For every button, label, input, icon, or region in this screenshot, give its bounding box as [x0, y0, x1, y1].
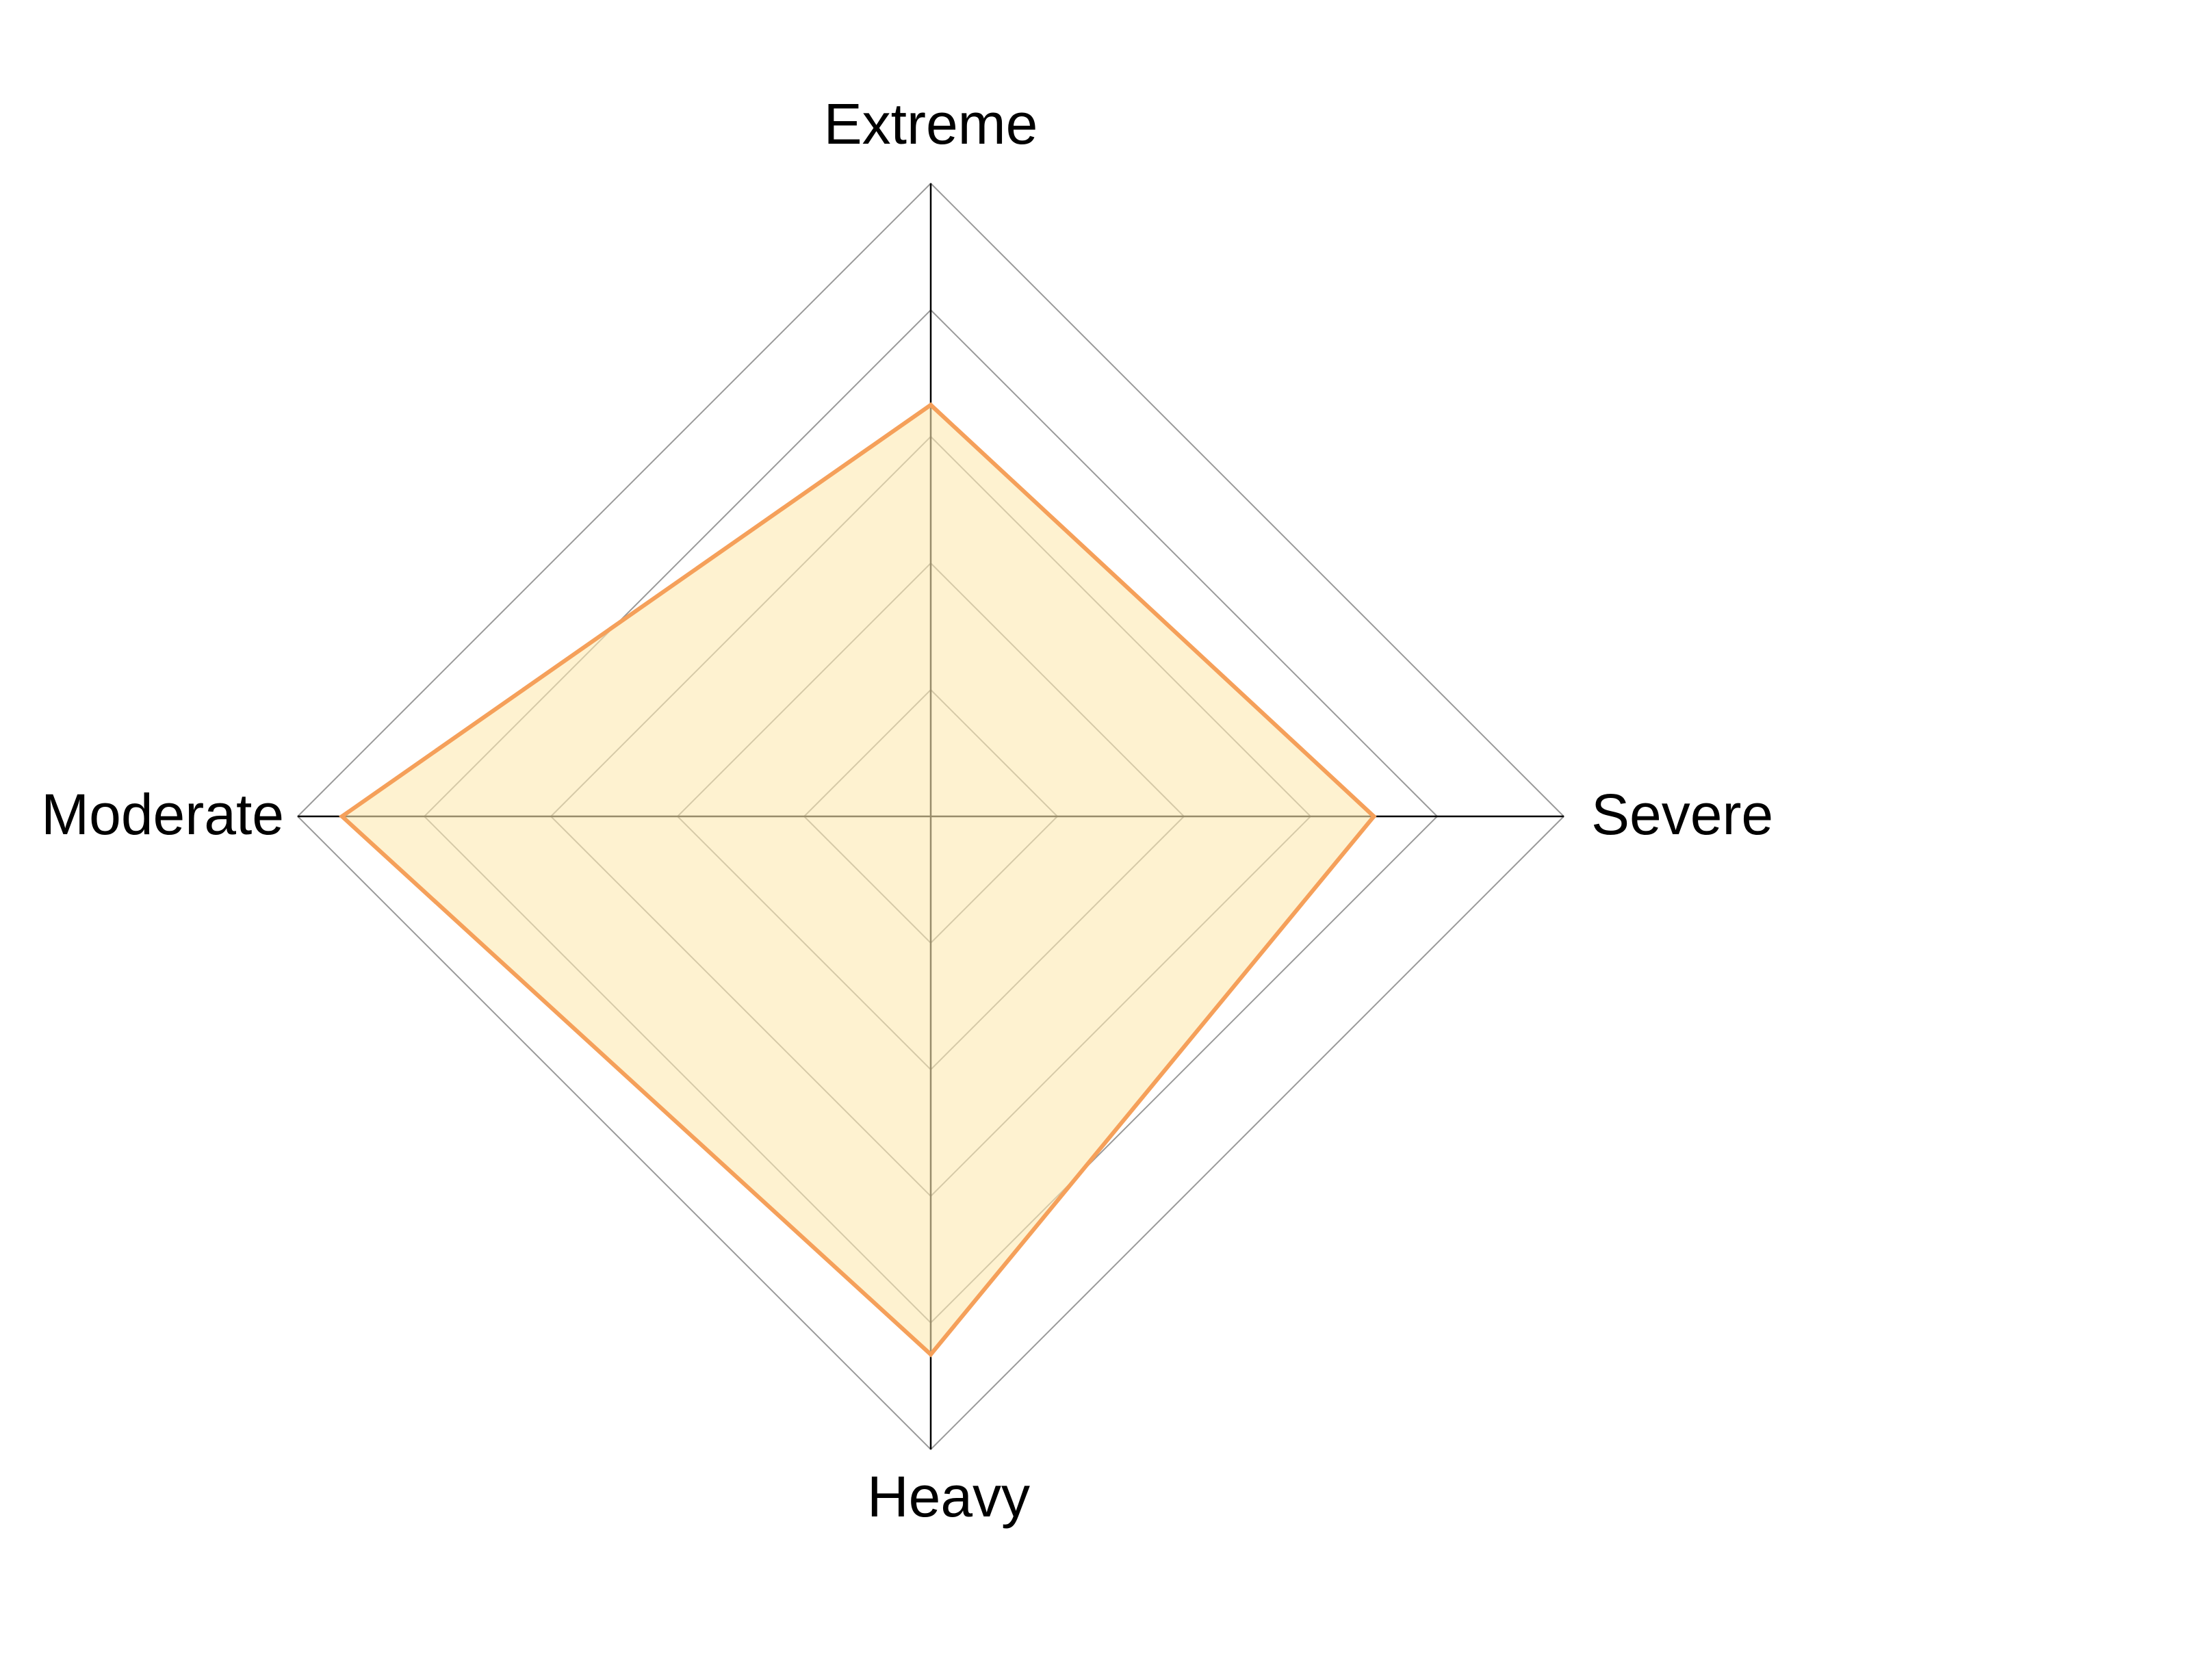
axis-label-moderate: Moderate: [41, 782, 284, 847]
data-point-moderate: [339, 814, 344, 818]
axis-label-extreme: Extreme: [824, 92, 1038, 156]
axis-label-heavy: Heavy: [867, 1464, 1030, 1529]
series-area: [338, 402, 1377, 1358]
data-layer: [338, 402, 1377, 1358]
axis-label-severe: Severe: [1591, 782, 1773, 847]
data-point-extreme: [929, 402, 933, 407]
data-point-heavy: [929, 1352, 933, 1357]
data-point-severe: [1371, 814, 1376, 818]
